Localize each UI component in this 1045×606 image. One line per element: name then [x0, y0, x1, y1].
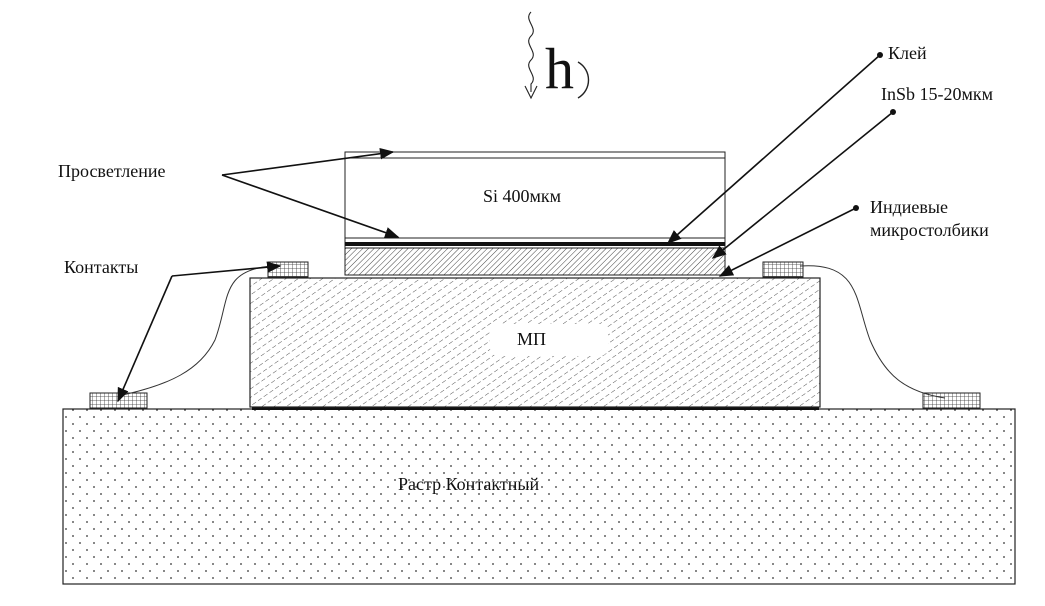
photon-arrowhead	[524, 85, 538, 100]
bond-layer	[252, 406, 819, 410]
label-raster: Растр Контактный	[398, 474, 540, 494]
leader-dot-indium	[853, 205, 859, 211]
label-antireflection: Просветление	[58, 161, 166, 181]
label-indium-bumps: Индиевые микростолбики	[870, 197, 989, 240]
leader-dot-insb	[890, 109, 896, 115]
leader-contacts-mp	[171, 261, 282, 277]
photon-wave	[528, 11, 534, 92]
leader-dot-glue	[877, 52, 883, 58]
label-contacts: Контакты	[64, 257, 139, 277]
leader-indium	[718, 207, 857, 277]
contact-raster-base	[62, 408, 1016, 585]
label-insb: InSb 15-20мкм	[881, 84, 994, 104]
leader-glue	[666, 54, 881, 244]
si-block	[344, 151, 726, 249]
contact-pad-mp-left	[267, 261, 309, 278]
leader-contacts-base	[117, 275, 173, 403]
label-mp: МП	[517, 329, 547, 349]
label-si: Si 400мкм	[483, 186, 562, 206]
photon-nu-curve	[577, 61, 590, 99]
leader-insb	[711, 111, 894, 259]
insb-layer	[344, 247, 726, 276]
glue-layer	[345, 242, 725, 246]
mp-label-background	[490, 324, 608, 356]
leader-ar-top	[221, 148, 395, 176]
photon-symbol: h	[545, 36, 574, 101]
leader-ar-bottom	[221, 174, 400, 239]
bond-wire-right	[799, 265, 946, 399]
contact-pad-mp-right	[762, 261, 804, 278]
bond-wire-left	[117, 265, 273, 397]
label-glue: Клей	[888, 43, 927, 63]
